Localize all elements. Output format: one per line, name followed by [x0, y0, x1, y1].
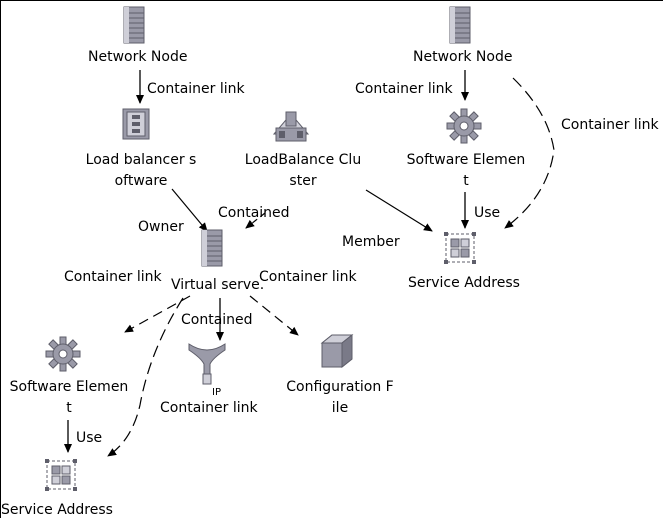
cluster-icon[interactable] — [270, 108, 312, 144]
edge-label-vs-sw2: Container link — [64, 269, 162, 285]
node-label-lb-software: Load balancer s oftware — [76, 150, 206, 192]
node-label-line: ile — [331, 400, 349, 416]
edge-lbc-vs — [245, 212, 266, 229]
server-icon[interactable] — [447, 5, 473, 45]
ip-icon[interactable] — [186, 340, 228, 386]
load-balancer-software-icon[interactable] — [121, 107, 151, 141]
node-label-lb-cluster: LoadBalance Clu ster — [233, 150, 373, 192]
edge-vs-cfg — [249, 295, 299, 336]
edge-label-sw1-sa: Use — [474, 205, 501, 221]
service-address-icon[interactable] — [44, 458, 78, 492]
server-icon[interactable] — [199, 228, 225, 268]
node-label-line: Software Elemen — [406, 152, 526, 168]
edge-label-sw2-sa2: Use — [76, 430, 103, 446]
node-label-network-node-1: Network Node — [88, 49, 188, 65]
node-label-line: Software Elemen — [9, 379, 129, 395]
edge-label-nn1-lbs: Container link — [147, 81, 245, 97]
node-label-line: Load balancer s — [85, 152, 197, 168]
edge-lbc-sa — [365, 189, 433, 232]
edge-vs-sw2 — [124, 295, 191, 333]
node-label-software-element-1: Software Elemen t — [396, 150, 536, 192]
node-label-line: t — [463, 173, 469, 189]
node-label-configuration-file: Configuration F ile — [282, 377, 398, 419]
node-label-line: Configuration F — [286, 379, 394, 395]
frame-top-border — [0, 0, 663, 1]
edge-label-lbc-vs: Contained — [218, 205, 290, 221]
gear-icon[interactable] — [445, 107, 483, 145]
node-label-software-element-2: Software Elemen t — [4, 377, 134, 419]
node-label-virtual-server: Virtual serve. — [171, 277, 265, 293]
edge-label-nn2-sw: Container link — [355, 81, 453, 97]
gear-icon[interactable] — [44, 335, 82, 373]
server-icon[interactable] — [121, 5, 147, 45]
node-label-service-address-2: Service Address — [1, 502, 113, 518]
service-address-icon[interactable] — [443, 231, 477, 265]
edge-label-vs-cfg: Container link — [259, 269, 357, 285]
cube-icon[interactable] — [318, 333, 356, 371]
node-label-network-node-2: Network Node — [413, 49, 513, 65]
edge-label-lbc-sa: Member — [342, 234, 400, 250]
edge-lbs-vs — [171, 188, 208, 232]
edge-label-vs-ip: Contained — [181, 312, 253, 328]
frame-left-border — [0, 0, 1, 518]
node-label-line: oftware — [114, 173, 168, 189]
node-label-line: ster — [289, 173, 317, 189]
node-label-service-address-1: Service Address — [408, 275, 520, 291]
edge-label-lbs-vs: Owner — [138, 219, 184, 235]
edge-label-nn2-sa: Container link — [561, 117, 659, 133]
edge-vs-sa2 — [107, 297, 184, 457]
node-label-ip: IP — [212, 387, 221, 398]
edge-label-vs-sa2: Container link — [160, 400, 258, 416]
node-label-line: t — [66, 400, 72, 416]
edge-nn2-sa — [504, 77, 555, 229]
node-label-line: LoadBalance Clu — [244, 152, 362, 168]
